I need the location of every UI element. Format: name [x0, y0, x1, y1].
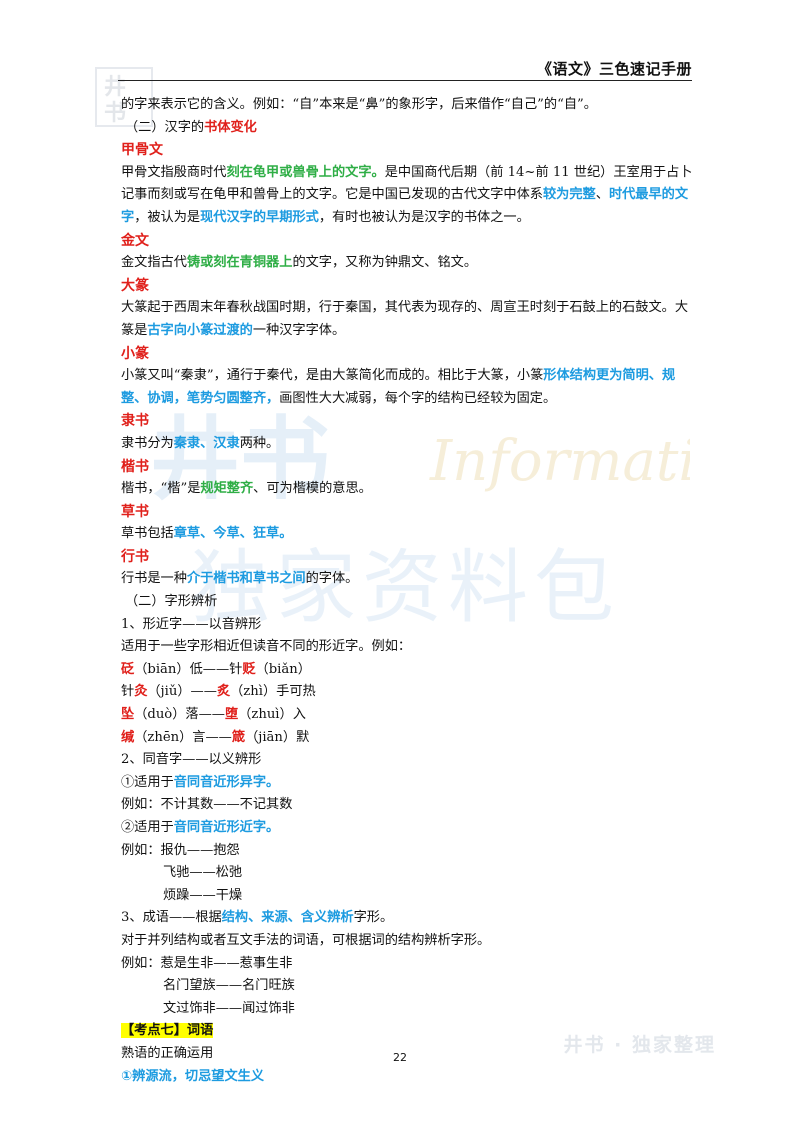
- subsection-idiom: 3、成语——根据结构、来源、含义辨析字形。: [121, 910, 394, 926]
- blue-phrase: 形体结构更为简明、规整、协调，笔势匀圆整齐，: [121, 368, 676, 406]
- heading-lishu: 隶书: [121, 413, 149, 430]
- example-line: 烦躁——干燥: [163, 887, 243, 903]
- blue-phrase: 章草、今草、狂草。: [173, 526, 293, 542]
- example-pair: 针灸（jiǔ）——炙（zhì）手可热: [121, 684, 316, 700]
- example-pair: 缄（zhēn）言——箴（jiān）默: [121, 729, 310, 745]
- example-pair: 坠（duò）落——堕（zhuì）入: [121, 707, 306, 723]
- paragraph-lishu: 隶书分为秦隶、汉隶两种。: [121, 435, 280, 451]
- text-line: 对于并列结构或者互文手法的词语，可根据词的结构辨析字形。: [121, 932, 491, 948]
- paragraph-continuation: 的字来表示它的含义。例如：“自”本来是“鼻”的象形字，后来借作“自己”的“自”。: [121, 97, 597, 112]
- example-line: 例如：报仇——抱怨: [121, 842, 240, 858]
- blue-phrase: 现代汉字的早期形式: [200, 209, 319, 225]
- rule-item: ①辨源流，切忌望文生义: [121, 1066, 696, 1089]
- section-title-script-changes: （二）汉字的书体变化: [125, 119, 257, 135]
- heading-xiaozhuan: 小篆: [121, 345, 149, 362]
- heading-dazhuan: 大篆: [121, 277, 149, 294]
- example-line: 文过饰非——闻过饰非: [163, 1000, 295, 1016]
- rule-item: ②适用于音同音近形近字。: [121, 820, 280, 835]
- blue-phrase: 音同音近形近字。: [173, 820, 280, 835]
- green-phrase: 刻在龟甲或兽骨上的文字。: [226, 164, 385, 180]
- blue-phrase: 秦隶、汉隶: [173, 435, 240, 451]
- blue-phrase: 较为完整: [543, 187, 596, 203]
- red-char: 贬: [242, 661, 256, 677]
- heading-xingshu: 行书: [121, 548, 149, 565]
- paragraph-caoshu: 草书包括章草、今草、狂草。: [121, 526, 293, 542]
- example-pair: 砭（biān）低——针贬（biǎn）: [121, 661, 311, 677]
- heading-kaishu: 楷书: [121, 458, 149, 475]
- green-phrase: 规矩整齐: [200, 481, 254, 497]
- red-char: 灸: [134, 684, 148, 700]
- watermark-logo-char-1: 井: [104, 75, 126, 100]
- heading-caoshu: 草书: [121, 503, 149, 520]
- header-rule: [118, 80, 692, 81]
- blue-phrase: 介于楷书和草书之间: [186, 571, 306, 587]
- page-number: 22: [393, 1051, 407, 1064]
- red-term: 书体变化: [204, 119, 257, 135]
- paragraph-jinwen: 金文指古代铸或刻在青铜器上的文字，又称为钟鼎文、铭文。: [121, 255, 478, 271]
- blue-phrase: 结构、来源、含义辨析: [221, 910, 354, 926]
- subsection-similar-shape: 1、形近字——以音辨形: [121, 616, 262, 632]
- example-line: 飞驰——松弛: [163, 865, 243, 881]
- example-line: 例如：惹是生非——惹事生非: [121, 955, 293, 971]
- watermark-logo-char-2: 书: [104, 101, 126, 126]
- blue-phrase: ①辨源流，切忌望文生义: [121, 1068, 265, 1084]
- subsection-homophone: 2、同音字——以义辨形: [121, 752, 262, 768]
- blue-phrase: 时代最早的文字: [121, 187, 689, 225]
- paragraph-kaishu: 楷书，“楷”是规矩整齐、可为楷模的意思。: [121, 481, 372, 497]
- paragraph-xiaozhuan: 小篆又叫“秦隶”，通行于秦代，是由大篆简化而成的。相比于大篆，小篆形体结构更为简…: [121, 368, 676, 406]
- rule-item: ①适用于音同音近形异字。: [121, 774, 280, 790]
- blue-phrase: 音同音近形异字。: [173, 774, 280, 790]
- green-phrase: 铸或刻在青铜器上: [186, 255, 293, 271]
- paragraph-jiaguwen: 甲骨文指殷商时代刻在龟甲或兽骨上的文字。是中国商代后期（前 14~前 11 世纪…: [121, 164, 693, 225]
- paragraph-xingshu: 行书是一种介于楷书和草书之间的字体。: [121, 571, 359, 587]
- running-header: 《语文》三色速记手册: [536, 60, 692, 78]
- text-line: 适用于一些字形相近但读音不同的形近字。例如：: [121, 639, 412, 655]
- heading-jiaguwen: 甲骨文: [121, 142, 163, 159]
- content-body: 的字来表示它的含义。例如：“自”本来是“鼻”的象形字，后来借作“自己”的“自”。…: [121, 94, 696, 1088]
- paragraph-dazhuan: 大篆起于西周末年春秋战国时期，行于秦国，其代表为现存的、周宣王时刻于石鼓上的石鼓…: [121, 300, 689, 338]
- red-char: 炙: [216, 684, 231, 700]
- section-title-glyph-analysis: （二）字形辨析: [125, 594, 218, 610]
- example-line: 例如：不计其数——不记其数: [121, 797, 293, 813]
- blue-phrase: 古字向小篆过渡的: [147, 322, 253, 338]
- highlighted-topic: 【考点七】词语: [121, 1023, 214, 1039]
- red-char: 箴: [231, 729, 246, 745]
- watermark-logo: 井 书: [95, 67, 153, 127]
- red-char: 堕: [225, 707, 239, 723]
- text-line: 熟语的正确运用: [121, 1045, 214, 1061]
- example-line: 名门望族——名门旺族: [163, 978, 295, 994]
- red-char: 坠: [121, 707, 135, 723]
- footer-watermark: 井书 · 独家整理: [563, 1034, 716, 1056]
- red-char: 砭: [121, 661, 135, 677]
- topic-heading-7: 【考点七】词语: [121, 1020, 696, 1043]
- red-char: 缄: [121, 729, 135, 745]
- heading-jinwen: 金文: [121, 232, 149, 249]
